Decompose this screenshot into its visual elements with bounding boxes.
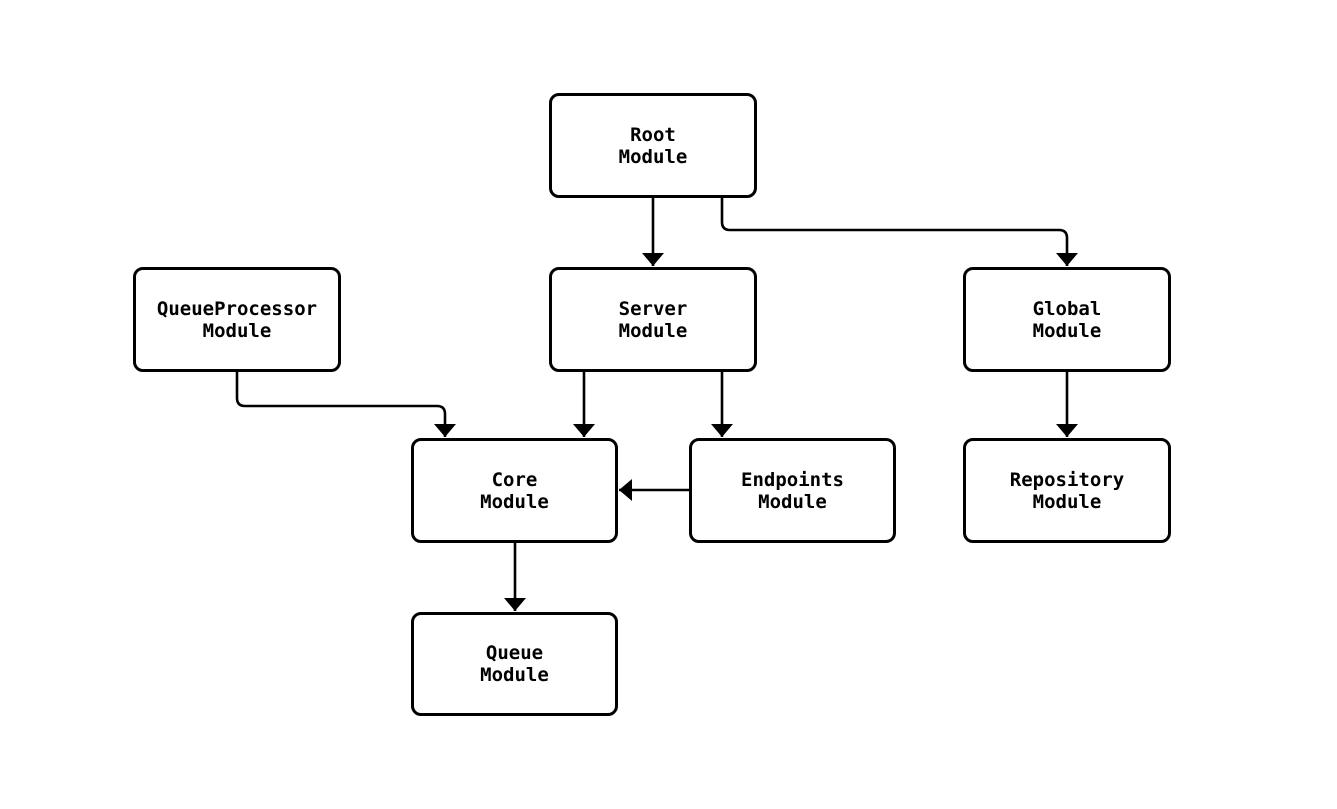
edge-root-to-global [720, 198, 1078, 266]
node-queueprocessor-module-label: QueueProcessor Module [156, 297, 318, 342]
node-repository-module: Repository Module [963, 438, 1171, 543]
node-queueprocessor-module: QueueProcessor Module [133, 267, 341, 372]
node-repository-module-label: Repository Module [1009, 468, 1125, 513]
node-core-module-label: Core Module [480, 468, 549, 513]
node-endpoints-module-label: Endpoints Module [741, 468, 844, 513]
node-queue-module: Queue Module [411, 612, 618, 716]
node-core-module: Core Module [411, 438, 618, 543]
node-root-module: Root Module [549, 93, 757, 198]
node-root-module-label: Root Module [618, 123, 688, 168]
node-global-module-label: Global Module [1032, 297, 1102, 342]
edge-queueprocessor-to-core [235, 372, 456, 437]
node-queue-module-label: Queue Module [480, 642, 549, 686]
node-global-module: Global Module [963, 267, 1171, 372]
node-server-module: Server Module [549, 267, 757, 372]
node-server-module-label: Server Module [618, 297, 688, 342]
node-endpoints-module: Endpoints Module [689, 438, 896, 543]
